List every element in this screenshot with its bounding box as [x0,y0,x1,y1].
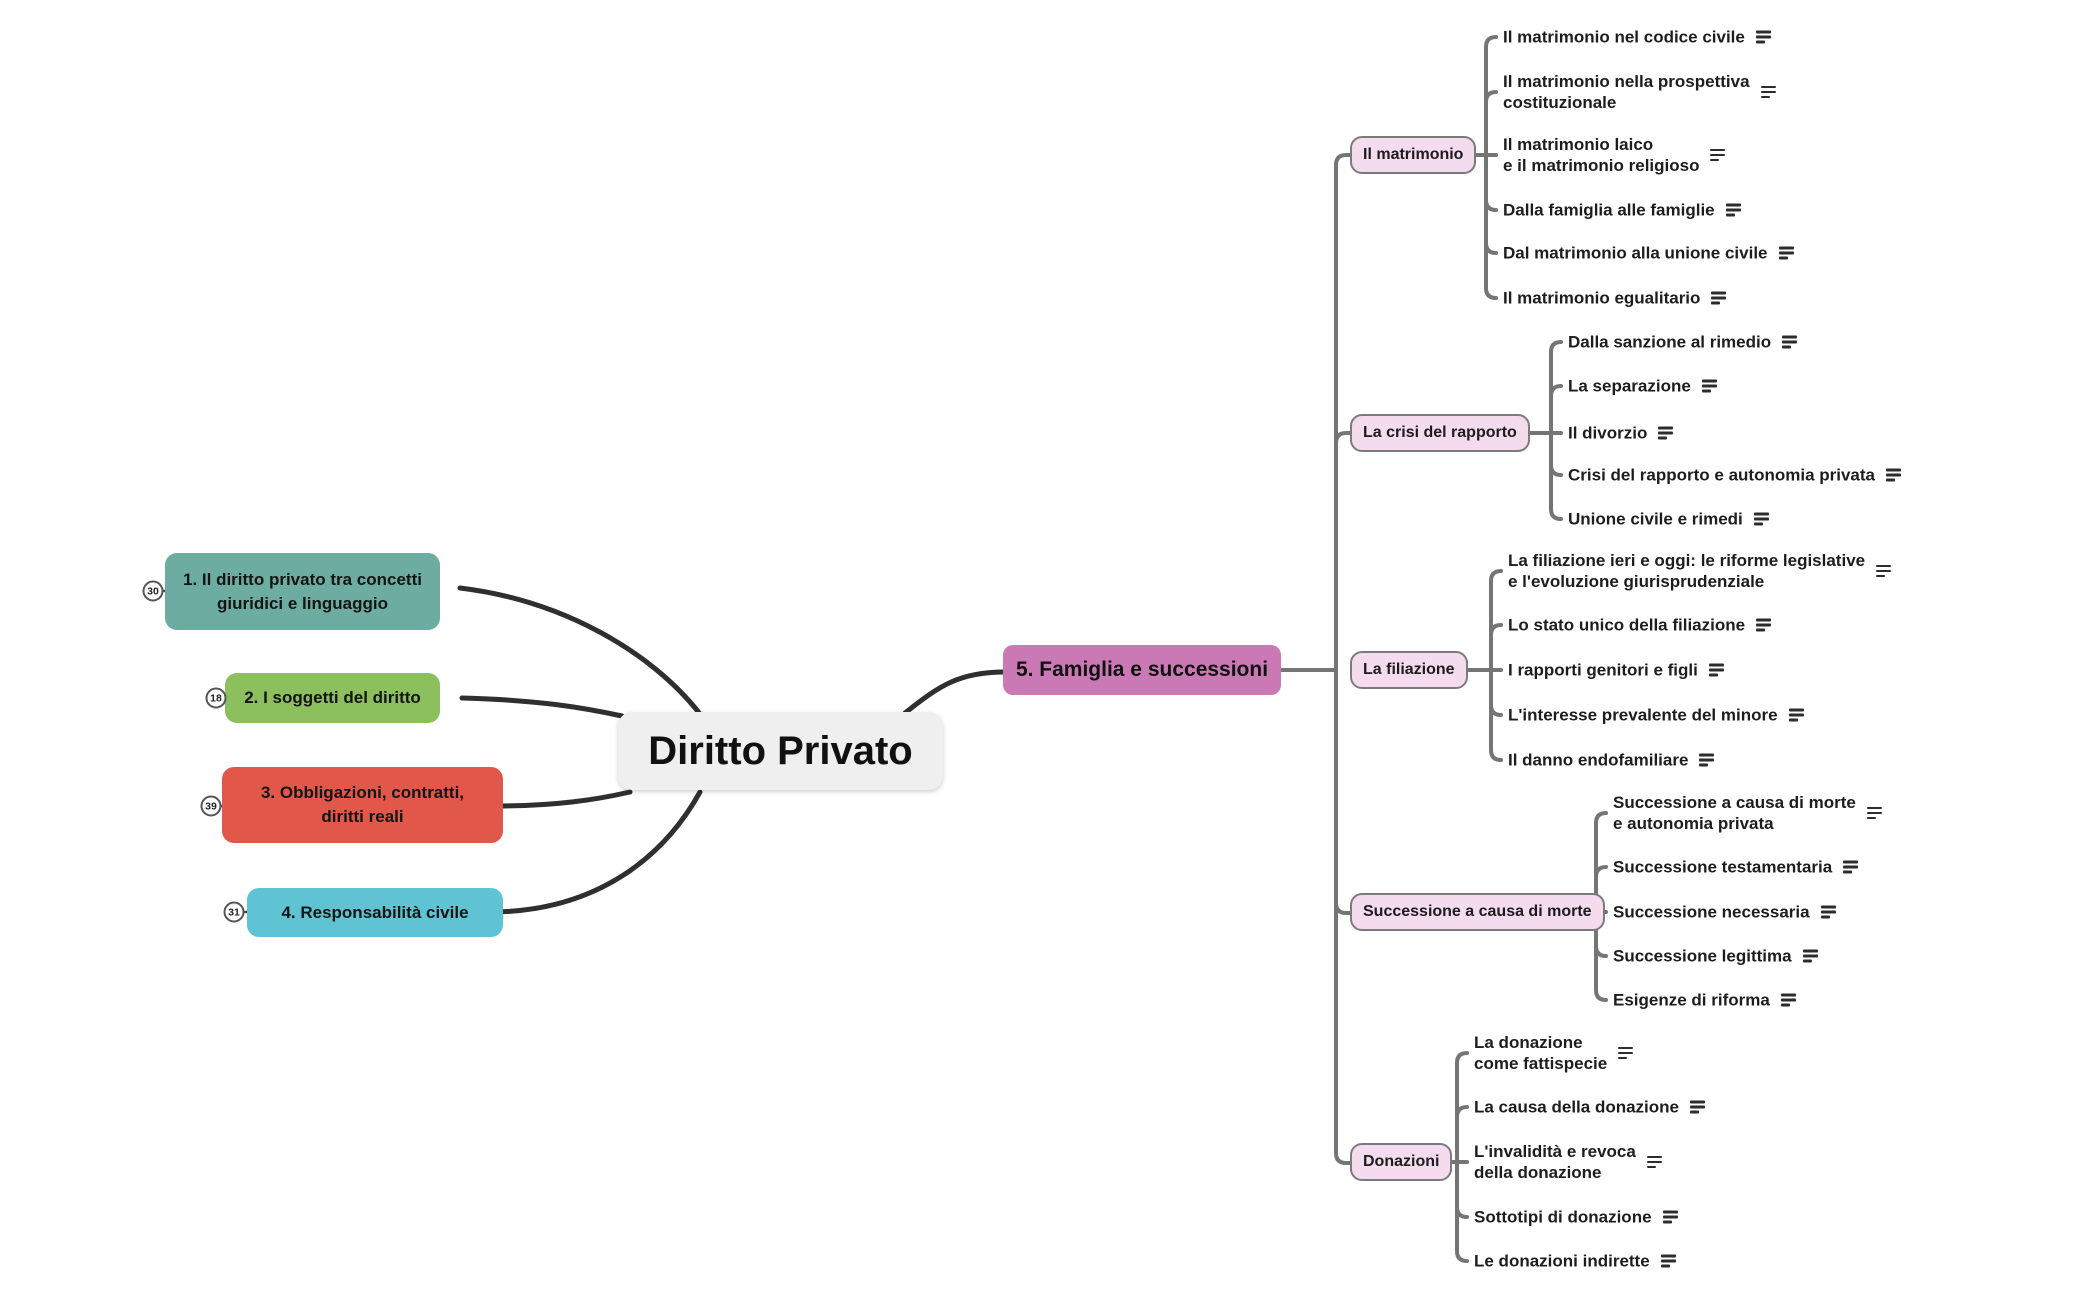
leaf-node[interactable]: Il divorzio [1568,423,1674,444]
leaf-node[interactable]: Successione legittima [1613,946,1818,967]
leaf-node[interactable]: I rapporti genitori e figli [1508,660,1724,681]
leaf-label: Il matrimonio laico e il matrimonio reli… [1503,135,1700,175]
leaf-node[interactable]: Le donazioni indirette [1474,1251,1676,1272]
notes-icon[interactable] [1753,512,1769,526]
leaf-label: Successione testamentaria [1613,857,1833,877]
notes-icon[interactable] [1788,708,1804,722]
subtopic-successione[interactable]: Successione a causa di morte [1350,893,1605,931]
notes-icon[interactable] [1760,85,1776,99]
notes-icon[interactable] [1646,1155,1662,1169]
branch-node-5[interactable]: 5. Famiglia e successioni [1003,645,1281,695]
leaf-label: Unione civile e rimedi [1568,509,1743,529]
notes-icon[interactable] [1658,426,1674,440]
branch-node-4[interactable]: 4. Responsabilità civile [247,888,503,937]
branch-count-badge[interactable]: 18 [205,687,227,709]
leaf-node[interactable]: Unione civile e rimedi [1568,509,1769,530]
notes-icon[interactable] [1660,1254,1676,1268]
notes-icon[interactable] [1802,949,1818,963]
leaf-label: Le donazioni indirette [1474,1251,1650,1271]
notes-icon[interactable] [1701,379,1717,393]
root-node[interactable]: Diritto Privato [618,712,943,790]
leaf-label: I rapporti genitori e figli [1508,660,1698,680]
notes-icon[interactable] [1780,993,1796,1007]
leaf-node[interactable]: L'invalidità e revoca della donazione [1474,1141,1662,1183]
notes-icon[interactable] [1778,246,1794,260]
leaf-label: Il matrimonio nel codice civile [1503,27,1745,47]
notes-icon[interactable] [1782,335,1798,349]
branch-node-3[interactable]: 3. Obbligazioni, contratti, diritti real… [222,767,503,843]
leaf-node[interactable]: La causa della donazione [1474,1097,1706,1118]
leaf-label: Successione legittima [1613,946,1792,966]
branch-count-badge[interactable]: 30 [142,580,164,602]
leaf-label: Successione necessaria [1613,902,1810,922]
branch-node-2[interactable]: 2. I soggetti del diritto [225,673,440,723]
leaf-label: Il matrimonio nella prospettiva costituz… [1503,72,1750,112]
notes-icon[interactable] [1711,291,1727,305]
leaf-node[interactable]: Il matrimonio egualitario [1503,288,1727,309]
leaf-node[interactable]: La separazione [1568,376,1717,397]
notes-icon[interactable] [1756,618,1772,632]
leaf-label: Crisi del rapporto e autonomia privata [1568,465,1876,485]
leaf-label: Sottotipi di donazione [1474,1207,1652,1227]
subtopic-il-matrimonio[interactable]: Il matrimonio [1350,136,1477,174]
leaf-node[interactable]: La donazione come fattispecie [1474,1032,1634,1074]
leaf-label: La causa della donazione [1474,1097,1680,1117]
notes-icon[interactable] [1690,1100,1706,1114]
leaf-node[interactable]: Il matrimonio nel codice civile [1503,27,1771,48]
notes-icon[interactable] [1618,1046,1634,1060]
leaf-node[interactable]: Il matrimonio nella prospettiva costituz… [1503,71,1776,113]
leaf-node[interactable]: Dalla famiglia alle famiglie [1503,200,1741,221]
branch-count-badge[interactable]: 39 [200,795,222,817]
notes-icon[interactable] [1820,905,1836,919]
leaf-label: Il matrimonio egualitario [1503,288,1701,308]
leaf-node[interactable]: Dal matrimonio alla unione civile [1503,243,1794,264]
subtopic-donazioni[interactable]: Donazioni [1350,1143,1453,1181]
leaf-label: Il danno endofamiliare [1508,750,1689,770]
leaf-label: La separazione [1568,376,1691,396]
leaf-node[interactable]: Il matrimonio laico e il matrimonio reli… [1503,134,1726,176]
notes-icon[interactable] [1843,860,1859,874]
notes-icon[interactable] [1725,203,1741,217]
leaf-label: Dal matrimonio alla unione civile [1503,243,1768,263]
subtopic-la-crisi-del-rapporto[interactable]: La crisi del rapporto [1350,414,1530,452]
notes-icon[interactable] [1710,148,1726,162]
branch-node-1[interactable]: 1. Il diritto privato tra concetti giuri… [165,553,440,630]
leaf-label: La donazione come fattispecie [1474,1033,1608,1073]
leaf-node[interactable]: Esigenze di riforma [1613,990,1796,1011]
leaf-node[interactable]: Lo stato unico della filiazione [1508,615,1772,636]
leaf-node[interactable]: Crisi del rapporto e autonomia privata [1568,465,1902,486]
leaf-label: Lo stato unico della filiazione [1508,615,1746,635]
notes-icon[interactable] [1708,663,1724,677]
leaf-node[interactable]: Sottotipi di donazione [1474,1207,1678,1228]
leaf-label: Successione a causa di morte e autonomia… [1613,793,1856,833]
leaf-label: La filiazione ieri e oggi: le riforme le… [1508,551,1866,591]
leaf-label: Il divorzio [1568,423,1648,443]
leaf-node[interactable]: La filiazione ieri e oggi: le riforme le… [1508,550,1892,592]
leaf-label: L'interesse prevalente del minore [1508,705,1778,725]
leaf-label: Esigenze di riforma [1613,990,1770,1010]
subtopic-la-filiazione[interactable]: La filiazione [1350,651,1468,689]
leaf-node[interactable]: Dalla sanzione al rimedio [1568,332,1798,353]
notes-icon[interactable] [1886,468,1902,482]
leaf-label: Dalla sanzione al rimedio [1568,332,1772,352]
leaf-node[interactable]: Successione necessaria [1613,902,1836,923]
leaf-label: Dalla famiglia alle famiglie [1503,200,1715,220]
branch-count-badge[interactable]: 31 [223,901,245,923]
leaf-node[interactable]: L'interesse prevalente del minore [1508,705,1804,726]
notes-icon[interactable] [1662,1210,1678,1224]
notes-icon[interactable] [1876,564,1892,578]
notes-icon[interactable] [1866,806,1882,820]
leaf-label: L'invalidità e revoca della donazione [1474,1142,1636,1182]
notes-icon[interactable] [1699,753,1715,767]
notes-icon[interactable] [1755,30,1771,44]
leaf-node[interactable]: Successione a causa di morte e autonomia… [1613,792,1882,834]
leaf-node[interactable]: Successione testamentaria [1613,857,1859,878]
leaf-node[interactable]: Il danno endofamiliare [1508,750,1715,771]
